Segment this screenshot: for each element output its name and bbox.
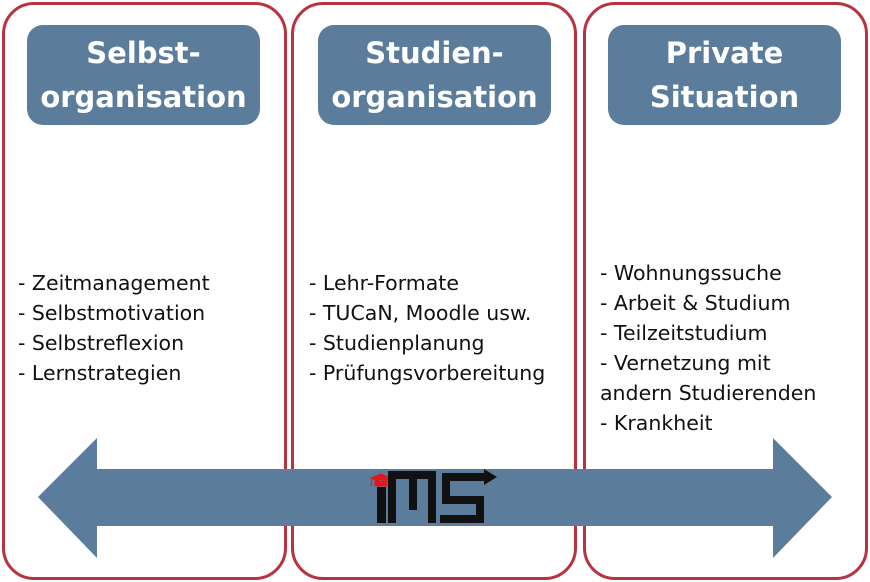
header-line: organisation: [40, 80, 247, 114]
header-line: Selbst-: [86, 36, 201, 70]
list-selbstorganisation: - Zeitmanagement - Selbstmotivation - Se…: [18, 268, 210, 388]
list-item: - Studienplanung: [309, 331, 485, 355]
graduation-cap-icon: [369, 473, 393, 487]
list-item: - Selbstreflexion: [18, 331, 185, 355]
header-line: Studien-: [365, 36, 504, 70]
list-item: - Prüfungsvorbereitung: [309, 361, 546, 385]
list-private-situation: - Wohnungssuche - Arbeit & Studium - Tei…: [600, 258, 816, 438]
list-item: - Selbstmotivation: [18, 301, 206, 325]
header-line: organisation: [331, 80, 538, 114]
header-private-situation: Private Situation: [608, 25, 841, 125]
list-item: - Teilzeitstudium: [600, 321, 768, 345]
list-item: - Wohnungssuche: [600, 261, 782, 285]
list-item: - TUCaN, Moodle usw.: [309, 301, 532, 325]
ims-logo: [369, 469, 497, 523]
list-item: andern Studierenden: [600, 381, 817, 405]
list-item: - Arbeit & Studium: [600, 291, 791, 315]
list-studienorganisation: - Lehr-Formate - TUCaN, Moodle usw. - St…: [309, 268, 545, 388]
list-item: - Lernstrategien: [18, 361, 182, 385]
header-studienorganisation: Studien- organisation: [318, 25, 551, 125]
list-item: - Lehr-Formate: [309, 271, 459, 295]
list-item: - Zeitmanagement: [18, 271, 210, 295]
header-selbstorganisation: Selbst- organisation: [27, 25, 260, 125]
list-item: - Krankheit: [600, 411, 713, 435]
header-line: Situation: [649, 80, 800, 114]
header-line: Private: [665, 36, 784, 70]
list-item: - Vernetzung mit: [600, 351, 771, 375]
